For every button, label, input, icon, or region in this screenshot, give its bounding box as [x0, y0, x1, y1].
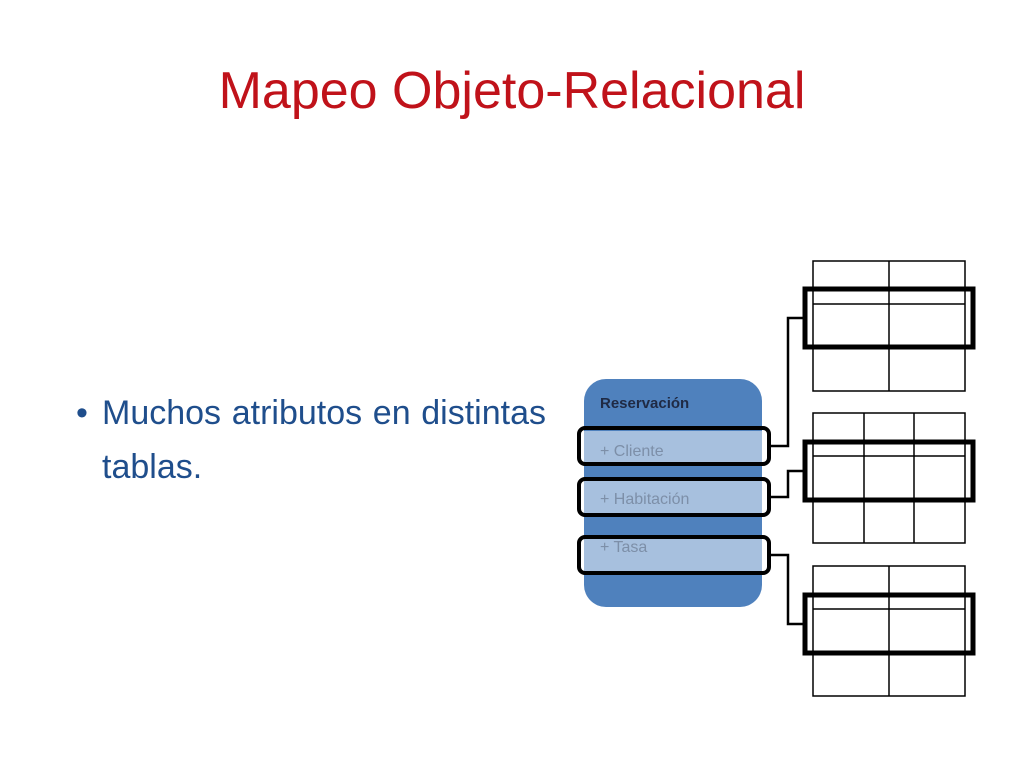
class-name: Reservación	[600, 395, 689, 412]
attribute-label: + Cliente	[600, 443, 664, 460]
table-1	[802, 260, 976, 392]
bullet-dot-icon: •	[76, 394, 88, 432]
table-2	[802, 412, 976, 544]
connector-line	[769, 553, 805, 626]
slide-title: Mapeo Objeto-Relacional	[218, 62, 806, 120]
attribute-row-cliente: + Cliente	[577, 426, 771, 466]
attribute-label: + Habitación	[600, 491, 689, 508]
connector-line	[769, 469, 805, 499]
bullet-text: Muchos atributos en distintas tablas.	[102, 394, 546, 487]
table-highlight	[802, 286, 976, 350]
bullet-item: • Muchos atributos en distintas tablas.	[76, 386, 546, 495]
attribute-row-bg	[584, 538, 762, 572]
attribute-row-bg	[584, 431, 762, 465]
attribute-row-tasa: + Tasa	[577, 535, 771, 575]
table-3	[802, 565, 976, 697]
attribute-row-habitacion: + Habitación	[577, 477, 771, 517]
table-highlight	[802, 439, 976, 503]
attribute-label: + Tasa	[600, 539, 647, 556]
connector-line	[769, 316, 805, 448]
bullet-list: • Muchos atributos en distintas tablas.	[76, 386, 546, 495]
table-frame	[812, 412, 966, 544]
table-highlight	[802, 592, 976, 656]
attribute-row-bg	[584, 480, 762, 514]
